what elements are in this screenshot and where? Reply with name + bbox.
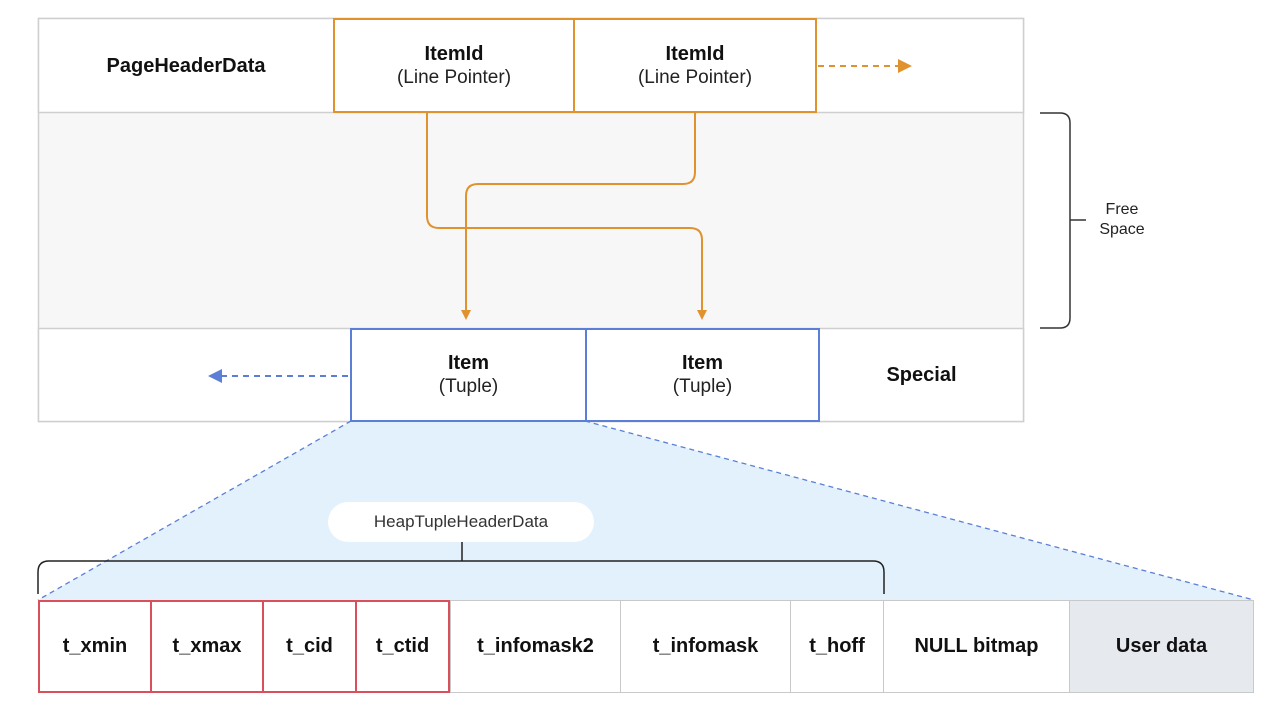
pointer-arrow-1 (426, 113, 707, 320)
field-null-bitmap: NULL bitmap (883, 600, 1070, 693)
field-t-cid: t_cid (262, 600, 357, 693)
field-t-infomask2: t_infomask2 (450, 600, 621, 693)
special-area: Special (820, 329, 1023, 421)
item-tuple-2: Item (Tuple) (585, 328, 820, 422)
free-space-bracket (1040, 112, 1071, 329)
item-title: Item (681, 352, 724, 374)
field-t-xmax: t_xmax (150, 600, 264, 693)
item-id-1: ItemId (Line Pointer) (333, 18, 575, 113)
page-header-data: PageHeaderData (39, 19, 333, 112)
field-t-hoff: t_hoff (790, 600, 884, 693)
item-id-title: ItemId (424, 42, 484, 65)
item-title: Item (447, 352, 490, 374)
zoom-edge-left (37, 420, 352, 601)
field-user-data: User data (1069, 600, 1254, 693)
item-subtitle: (Tuple) (438, 376, 499, 397)
item-id-subtitle: (Line Pointer) (637, 66, 753, 88)
item-tuple-1: Item (Tuple) (350, 328, 587, 422)
field-t-infomask: t_infomask (620, 600, 791, 693)
field-t-xmin: t_xmin (38, 600, 152, 693)
special-label: Special (886, 364, 957, 386)
free-space-line2: Space (1099, 221, 1145, 238)
item-subtitle: (Tuple) (672, 376, 733, 397)
pointer-arrow-2 (461, 113, 696, 320)
zoom-region (38, 421, 1254, 600)
heap-header-bracket (37, 560, 885, 594)
item-id-subtitle: (Line Pointer) (396, 66, 512, 88)
item-id-2: ItemId (Line Pointer) (573, 18, 817, 113)
free-space-label: Free Space (1090, 200, 1154, 240)
free-space-line1: Free (1105, 201, 1139, 218)
zoom-edge-right (584, 420, 1255, 601)
field-t-ctid: t_ctid (355, 600, 450, 693)
item-id-title: ItemId (665, 42, 725, 65)
page-header-label: PageHeaderData (106, 54, 266, 77)
heap-tuple-header-label: HeapTupleHeaderData (328, 502, 594, 542)
